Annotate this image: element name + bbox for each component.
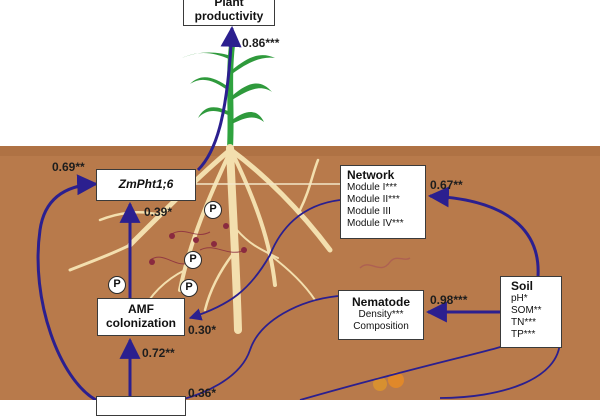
soil-line: TP*** [511, 329, 536, 340]
nematode-title: Nematode [351, 295, 410, 309]
coef-soil-nematode: 0.98*** [430, 293, 468, 307]
network-line: Module I*** [347, 182, 398, 193]
coef-amf-right: 0.30* [188, 323, 217, 337]
leaf-icon [190, 77, 230, 92]
soil-line: SOM** [511, 305, 542, 316]
leaf-icon [182, 52, 231, 60]
nematode-line: Composition [353, 321, 409, 332]
bottom-box [96, 396, 186, 416]
phosphate-badge: P [108, 276, 126, 294]
nematode-line: Density*** [358, 309, 404, 320]
coef-bottom-amf: 0.72** [142, 346, 175, 360]
leaf-icon [232, 55, 275, 74]
amf-title: AMF [128, 302, 154, 316]
amf-subtitle: colonization [106, 316, 176, 330]
phosphate-badge: P [184, 251, 202, 269]
nematode-icon [359, 257, 411, 391]
arrow-soil-bottom [439, 339, 561, 399]
root-icon [68, 144, 333, 334]
arrow-soil-network [427, 186, 540, 277]
plant-subtitle: productivity [194, 9, 264, 23]
soil-box: Soil pH* SOM** TN*** TP*** [500, 276, 562, 348]
coef-network-soil: 0.67** [430, 178, 463, 192]
soil-shade [0, 146, 600, 156]
network-title: Network [347, 168, 395, 182]
leaf-icon [232, 83, 272, 100]
zmpht-title: ZmPht1;6 [118, 177, 174, 191]
soil-line: pH* [511, 293, 528, 304]
arrow-network-amf [188, 199, 341, 321]
coef-zmpht-left: 0.69** [52, 160, 85, 174]
soil-title: Soil [511, 279, 534, 293]
amf-colonization-box: AMF colonization [97, 298, 185, 336]
diagram-svg [0, 25, 600, 402]
phosphate-badge: P [180, 279, 198, 297]
plant-productivity-box: Plant productivity [183, 0, 275, 26]
plant-title: Plant [214, 0, 244, 9]
arrow-zmpht-plant [196, 25, 242, 172]
arrow-bottom-zmpht [36, 174, 99, 402]
nematode-box: Nematode Density*** Composition [338, 290, 424, 340]
arrow-nematode-amf [179, 295, 339, 401]
coef-plant: 0.86*** [242, 36, 280, 50]
arrow-icon [36, 25, 540, 402]
network-line: Module IV*** [347, 218, 404, 229]
leaf-icon [232, 111, 264, 124]
network-box: Network Module I*** Module II*** Module … [340, 165, 426, 239]
network-line: Module II*** [347, 194, 400, 205]
soil-line: TN*** [511, 317, 537, 328]
leaf-icon [198, 107, 230, 118]
zmpht-box: ZmPht1;6 [96, 169, 196, 201]
phosphate-badge: P [204, 201, 222, 219]
coef-amf-zmpht: 0.39* [144, 205, 173, 219]
coef-bottom-right: 0.36* [188, 386, 217, 400]
network-line: Module III [347, 206, 391, 217]
